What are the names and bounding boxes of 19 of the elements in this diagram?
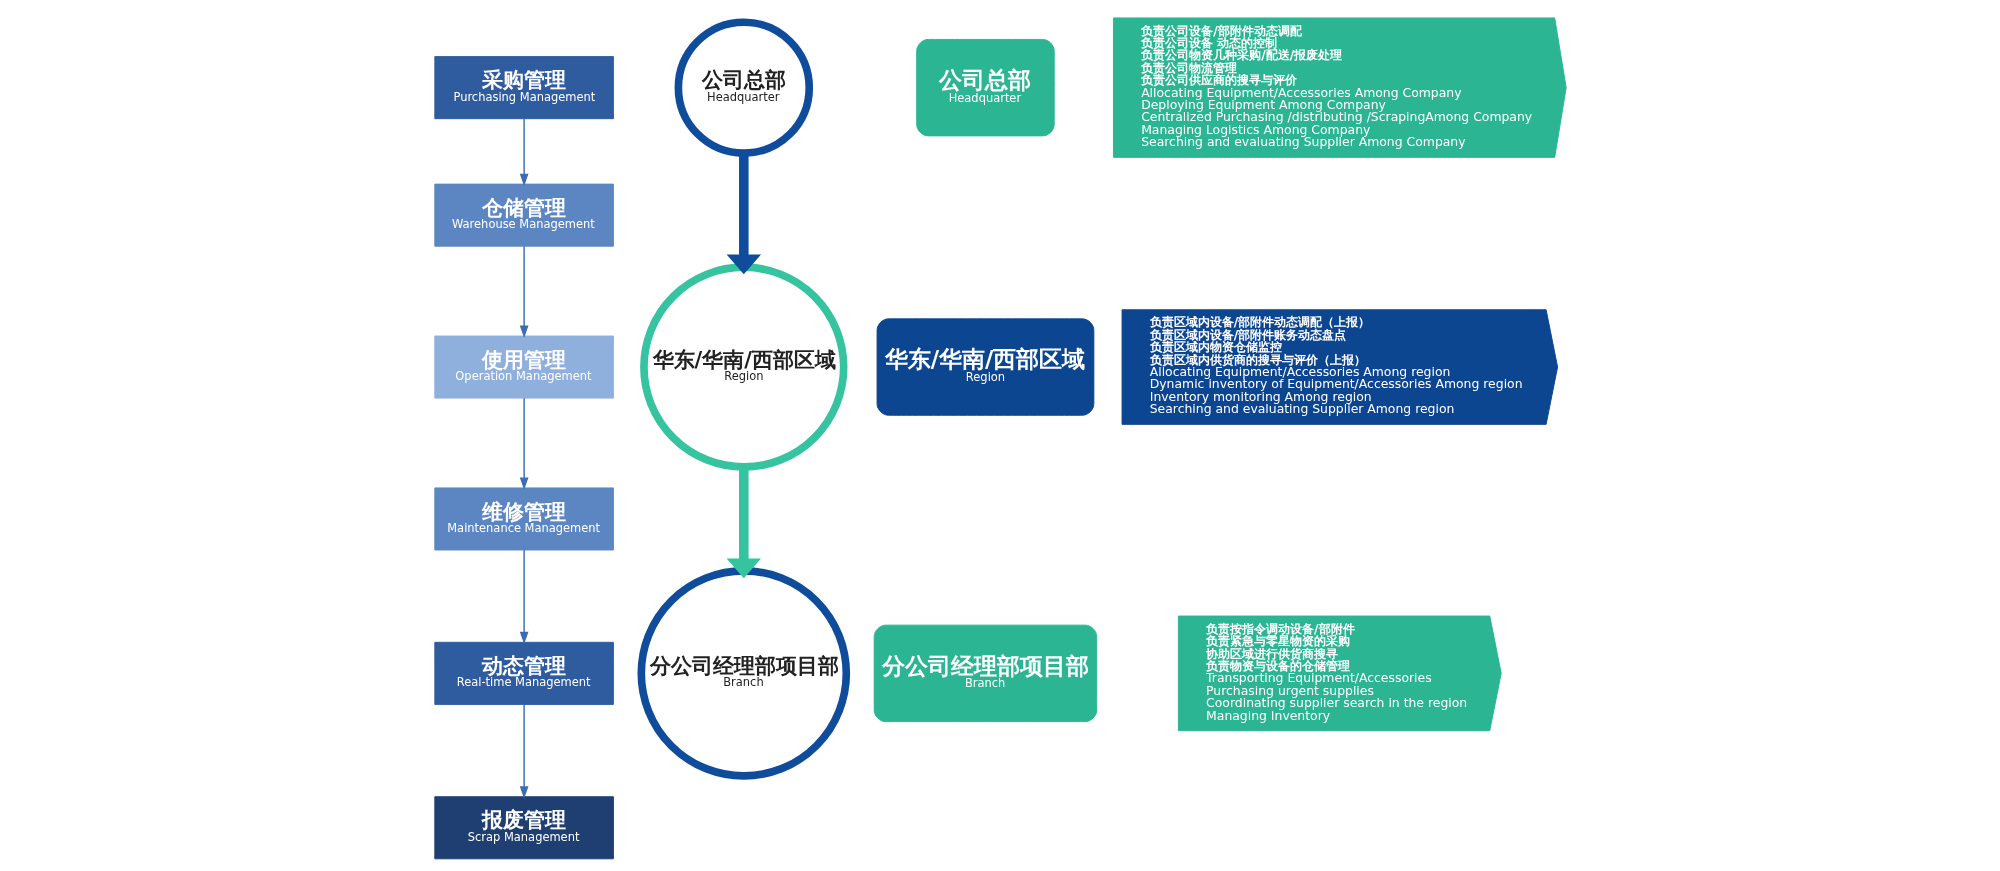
arrow [519,549,528,645]
node-box: 报废管理 Scrap Management [433,796,614,860]
node-box: 采购管理 Purchasing Management [433,56,614,120]
arrow [519,703,528,799]
node-circle: 华东/华南/西部区域 Region [639,263,847,471]
arrow [519,245,528,338]
node-box: 公司总部 Headquarter [915,38,1055,137]
node-box: 分公司经理部项目部 Branch [873,624,1097,723]
arrow [726,153,761,275]
arrow [726,467,761,579]
node-box: 华东/华南/西部区域 Region [876,318,1094,416]
arrow [519,397,528,490]
node-circle: 公司总部 Headquarter [674,18,813,157]
arrow [519,118,528,187]
node-box: 动态管理 Real-time Management [433,641,614,705]
node-box: 使用管理 Operation Management [433,335,614,399]
node-circle: 分公司经理部项目部 Branch [636,567,850,780]
node-box: 维修管理 Maintenance Management [433,487,614,551]
node-box: 仓储管理 Warehouse Management [433,183,614,247]
